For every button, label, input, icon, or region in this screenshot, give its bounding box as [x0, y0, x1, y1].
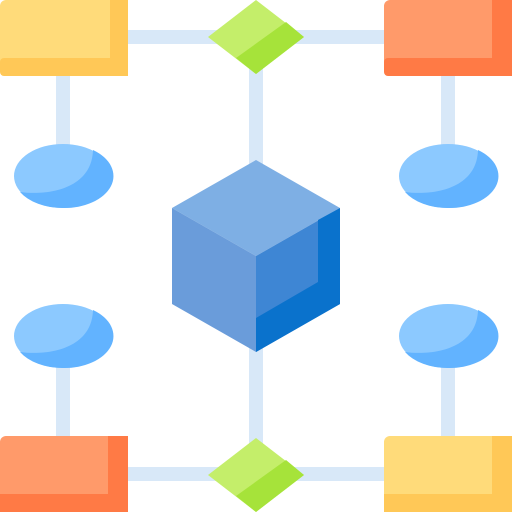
connector-left-bottom-vertical [56, 362, 70, 440]
connectors [56, 30, 455, 481]
ellipse-lower-left [14, 304, 114, 369]
ellipse-upper-right [399, 144, 499, 209]
box-bottom-left [0, 436, 128, 512]
center-cube [172, 160, 340, 352]
cube-right-shade [256, 208, 340, 352]
ellipse-lower-right [399, 304, 499, 369]
diamond-top [208, 0, 304, 74]
ellipse-upper-left [14, 144, 114, 209]
connector-center-bottom-vertical [249, 340, 263, 470]
cube-left-face [172, 208, 256, 352]
connector-left-top-vertical [56, 72, 70, 150]
connector-right-bottom-vertical [441, 362, 455, 440]
box-top-right [384, 0, 512, 76]
connector-right-top-vertical [441, 72, 455, 150]
diamond-bottom [208, 438, 304, 512]
connector-center-top-vertical [249, 40, 263, 170]
box-top-left [0, 0, 128, 76]
box-bottom-right [384, 436, 512, 512]
